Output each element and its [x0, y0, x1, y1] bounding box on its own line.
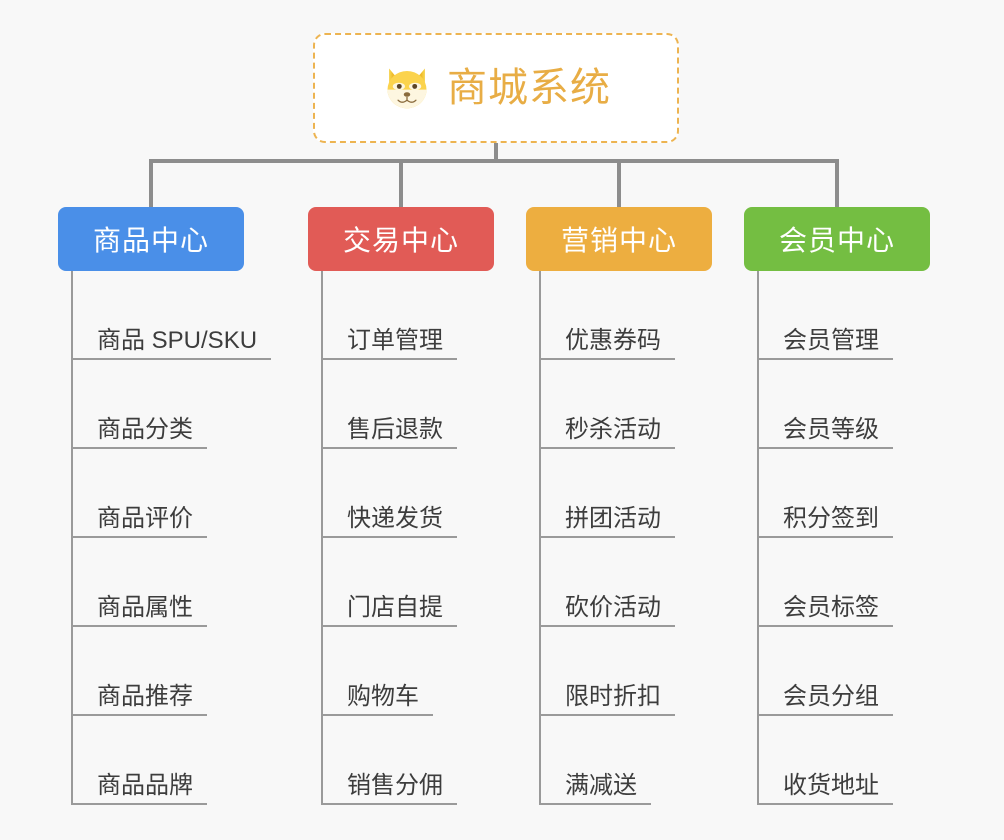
leaf-item[interactable]: 商品推荐	[71, 627, 244, 716]
leaf-label: 购物车	[347, 682, 419, 710]
leaf-item[interactable]: 商品分类	[71, 360, 244, 449]
leaf-label: 优惠券码	[565, 326, 661, 354]
branch-header-3[interactable]: 营销中心	[526, 207, 712, 271]
branch-column-1: 商品中心 商品 SPU/SKU 商品分类 商品评价 商品属性 商品推荐	[58, 207, 271, 805]
leaf-underline	[757, 358, 893, 360]
leaf-underline	[757, 447, 893, 449]
branch-leaves-1: 商品 SPU/SKU 商品分类 商品评价 商品属性 商品推荐 商品品牌	[71, 271, 271, 805]
leaf-underline	[539, 536, 675, 538]
leaf-item[interactable]: 优惠券码	[539, 271, 712, 360]
leaf-item[interactable]: 会员标签	[757, 538, 930, 627]
leaf-item[interactable]: 门店自提	[321, 538, 494, 627]
leaf-underline	[757, 536, 893, 538]
leaf-label: 会员等级	[783, 415, 879, 443]
leaf-item[interactable]: 满减送	[539, 716, 712, 805]
leaf-underline	[71, 536, 207, 538]
connector-drop-2	[399, 159, 403, 207]
leaf-underline	[321, 714, 433, 716]
leaf-label: 商品评价	[97, 504, 193, 532]
leaf-underline	[321, 447, 457, 449]
leaf-item[interactable]: 购物车	[321, 627, 494, 716]
leaf-label: 快递发货	[347, 504, 443, 532]
leaf-underline	[539, 625, 675, 627]
leaf-item[interactable]: 商品品牌	[71, 716, 244, 805]
leaf-label: 商品品牌	[97, 771, 193, 799]
branch-header-2[interactable]: 交易中心	[308, 207, 494, 271]
leaf-item[interactable]: 砍价活动	[539, 538, 712, 627]
leaf-item[interactable]: 会员等级	[757, 360, 930, 449]
branch-column-4: 会员中心 会员管理 会员等级 积分签到 会员标签 会员分组	[744, 207, 930, 805]
leaf-label: 门店自提	[347, 593, 443, 621]
leaf-label: 会员标签	[783, 593, 879, 621]
leaf-item[interactable]: 限时折扣	[539, 627, 712, 716]
leaf-label: 商品分类	[97, 415, 193, 443]
leaf-item[interactable]: 积分签到	[757, 449, 930, 538]
leaf-underline	[321, 358, 457, 360]
leaf-item[interactable]: 商品评价	[71, 449, 244, 538]
leaf-label: 会员分组	[783, 682, 879, 710]
leaf-underline	[71, 714, 207, 716]
leaf-underline	[321, 625, 457, 627]
root-node[interactable]: 商城系统	[313, 33, 679, 143]
leaf-item[interactable]: 收货地址	[757, 716, 930, 805]
leaf-label: 秒杀活动	[565, 415, 661, 443]
leaf-label: 满减送	[565, 771, 637, 799]
leaf-underline	[757, 714, 893, 716]
leaf-label: 商品推荐	[97, 682, 193, 710]
leaf-underline	[539, 803, 651, 805]
leaf-item[interactable]: 订单管理	[321, 271, 494, 360]
branch-trunk-1	[71, 271, 73, 805]
leaf-underline	[71, 358, 271, 360]
branch-column-3: 营销中心 优惠券码 秒杀活动 拼团活动 砍价活动 限时折扣	[526, 207, 712, 805]
leaf-item[interactable]: 秒杀活动	[539, 360, 712, 449]
leaf-underline	[539, 714, 675, 716]
branch-header-1[interactable]: 商品中心	[58, 207, 244, 271]
branch-leaves-4: 会员管理 会员等级 积分签到 会员标签 会员分组 收货地址	[757, 271, 930, 805]
leaf-underline	[321, 803, 457, 805]
leaf-underline	[757, 803, 893, 805]
leaf-label: 积分签到	[783, 504, 879, 532]
leaf-label: 商品属性	[97, 593, 193, 621]
leaf-item[interactable]: 商品 SPU/SKU	[71, 271, 271, 360]
leaf-label: 收货地址	[783, 771, 879, 799]
leaf-item[interactable]: 商品属性	[71, 538, 244, 627]
connector-bus	[149, 159, 839, 163]
connector-stem	[494, 143, 498, 162]
leaf-underline	[539, 447, 675, 449]
leaf-label: 订单管理	[347, 326, 443, 354]
leaf-item[interactable]: 会员管理	[757, 271, 930, 360]
leaf-item[interactable]: 销售分佣	[321, 716, 494, 805]
leaf-label: 会员管理	[783, 326, 879, 354]
leaf-label: 商品 SPU/SKU	[97, 326, 258, 354]
connector-drop-1	[149, 159, 153, 207]
shiba-dog-face-icon	[387, 68, 427, 109]
leaf-underline	[71, 625, 207, 627]
leaf-item[interactable]: 快递发货	[321, 449, 494, 538]
leaf-item[interactable]: 售后退款	[321, 360, 494, 449]
leaf-underline	[757, 625, 893, 627]
branch-trunk-2	[321, 271, 323, 805]
connector-drop-4	[835, 159, 839, 207]
leaf-label: 销售分佣	[347, 771, 443, 799]
branch-leaves-2: 订单管理 售后退款 快递发货 门店自提 购物车 销售分佣	[321, 271, 494, 805]
leaf-underline	[539, 358, 675, 360]
leaf-label: 砍价活动	[565, 593, 661, 621]
connector-drop-3	[617, 159, 621, 207]
root-title: 商城系统	[447, 66, 611, 110]
leaf-label: 售后退款	[347, 415, 443, 443]
leaf-underline	[321, 536, 457, 538]
leaf-item[interactable]: 拼团活动	[539, 449, 712, 538]
branch-trunk-3	[539, 271, 541, 805]
leaf-label: 限时折扣	[565, 682, 661, 710]
leaf-label: 拼团活动	[565, 504, 661, 532]
branch-column-2: 交易中心 订单管理 售后退款 快递发货 门店自提 购物车	[308, 207, 494, 805]
branch-leaves-3: 优惠券码 秒杀活动 拼团活动 砍价活动 限时折扣 满减送	[539, 271, 712, 805]
leaf-underline	[71, 447, 207, 449]
branch-trunk-4	[757, 271, 759, 805]
leaf-item[interactable]: 会员分组	[757, 627, 930, 716]
leaf-underline	[71, 803, 207, 805]
branch-header-4[interactable]: 会员中心	[744, 207, 930, 271]
